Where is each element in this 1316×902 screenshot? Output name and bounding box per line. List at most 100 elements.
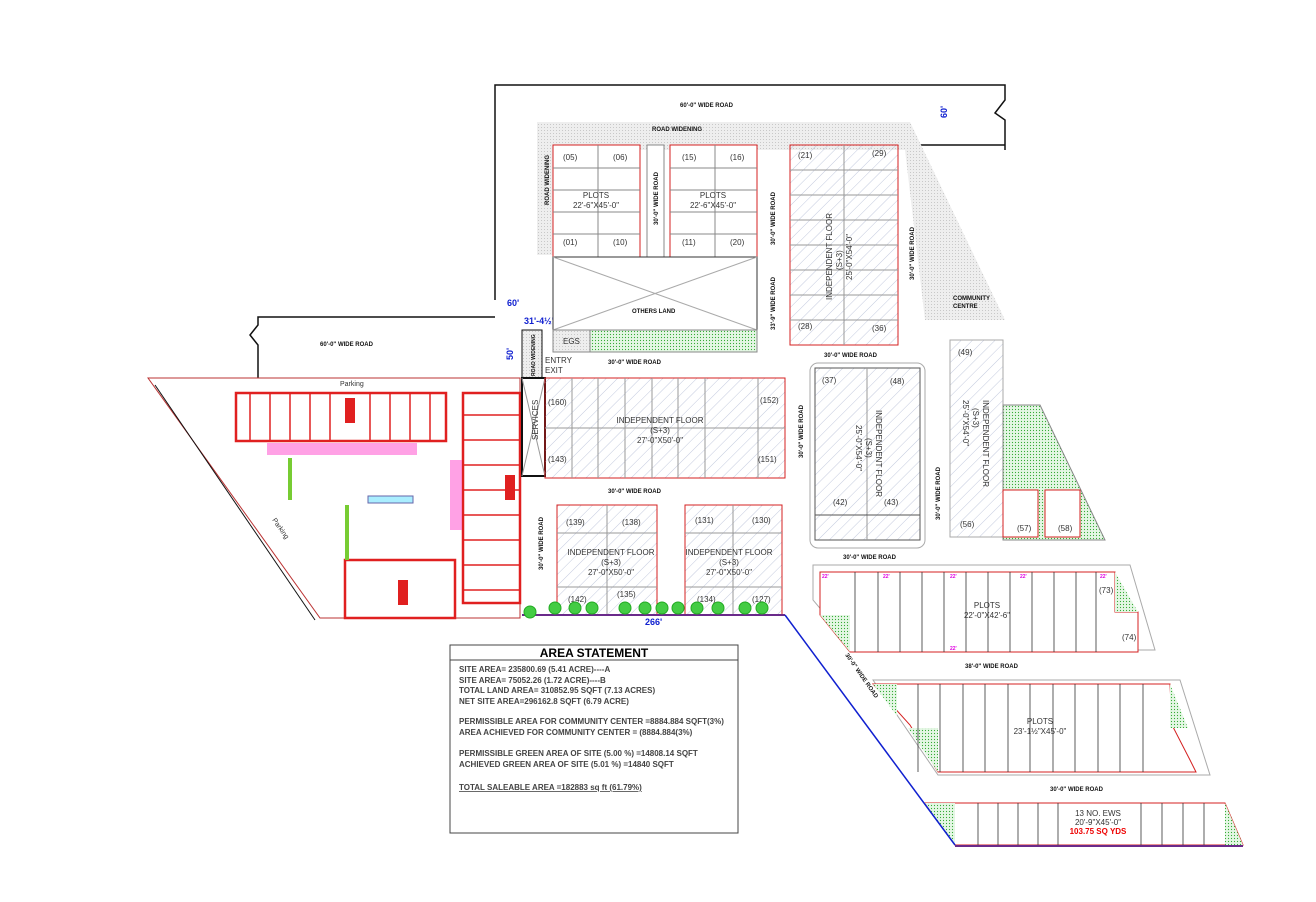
plot-number: (42) [833,498,848,507]
parking-site [147,377,522,621]
total-saleable-area: TOTAL SALEABLE AREA =182883 sq ft (61.79… [459,783,642,792]
dim-50: 50' [505,348,515,360]
top-road-label: 60'-0" WIDE ROAD [680,103,734,109]
green-area [589,329,758,353]
plot-number: (151) [758,455,777,464]
plot-number: (57) [1017,524,1032,533]
block-size: 22'-6"X45'-0" [573,201,619,210]
area-line: ACHIEVED GREEN AREA OF SITE (5.01 %) =14… [459,760,674,769]
ews-block: 13 NO. EWS 20'-9"X45'-0" 103.75 SQ YDS [924,802,1244,846]
block-sub: (S+3) [650,426,670,435]
road-label: 30'-0" WIDE ROAD [843,555,897,561]
others-land-label: OTHERS LAND [632,309,676,315]
dim-label: 22' [950,646,957,652]
independent-floor-block-139: (139) (138) (142) (135) INDEPENDENT FLOO… [556,504,658,616]
plot-number: (131) [695,516,714,525]
plot-number: (58) [1058,524,1073,533]
plot-number: (135) [617,590,636,599]
plot-number: (16) [730,153,745,162]
plots-block-d: PLOTS 23'-1½"X45'-0" [871,679,1211,776]
dim-label: 22' [1020,574,1027,580]
dim-266: 266' [645,617,662,627]
independent-floor-block-21: (21) (29) (28) (36) INDEPENDENT FLOOR (S… [789,144,899,346]
road-label: 30'-0" WIDE ROAD [824,353,878,359]
ews-area: 103.75 SQ YDS [1070,827,1127,836]
area-line: AREA ACHIEVED FOR COMMUNITY CENTER = (88… [459,728,693,737]
road-label-diagonal: 30'-0" WIDE ROAD [843,653,879,700]
road-label: 30'-0" WIDE ROAD [608,489,662,495]
dim-label: 22' [1100,574,1107,580]
dim-60-left: 60' [507,298,519,308]
block-size: 23'-1½"X45'-0" [1014,727,1067,736]
dim-label: 22' [950,574,957,580]
plot-number: (130) [752,516,771,525]
area-line: SITE AREA= 235800.69 (5.41 ACRE)----A [459,665,610,674]
road-label: 30'-0" WIDE ROAD [654,171,660,225]
area-statement: AREA STATEMENT SITE AREA= 235800.69 (5.4… [449,644,739,834]
independent-floor-block-37: (37) (48) (42) (43) INDEPENDENT FLOOR (S… [814,367,921,541]
plot-number: (74) [1122,633,1137,642]
block-size: 25'-0"X54'-0" [845,234,854,280]
block-title: INDEPENDENT FLOOR [981,400,990,487]
independent-floor-block-160: (160) (152) (143) (151) INDEPENDENT FLOO… [544,377,786,479]
road-kerb [809,362,926,549]
block-sub: (S+3) [971,408,980,428]
exit-label: EXIT [545,366,563,375]
road-label: 30'-0" WIDE ROAD [771,191,777,245]
block-sub: (S+3) [719,558,739,567]
block-title: PLOTS [583,191,609,200]
block-title: PLOTS [700,191,726,200]
independent-floor-block-49: (49) (56) (57) (58) INDEPENDENT FLOOR (S… [949,339,1106,541]
plot-number: (01) [563,238,578,247]
boundary-line [784,614,956,846]
trees [523,601,769,619]
block-size: 25'-0"X54'-0" [961,400,970,446]
road-widening-area [537,122,1005,320]
plots-block-b: (15) (16) (11) (20) PLOTS 22'-6"X45'-0" [669,144,758,258]
area-line: PERMISSIBLE GREEN AREA OF SITE (5.00 %) … [459,749,698,758]
block-size: 20'-9"X45'-0" [1075,818,1121,827]
plot-number: (37) [822,376,837,385]
road-widening-label: ROAD WIDENING [652,127,702,133]
block-size: 27'-0"X50'-0" [706,568,752,577]
plot-number: (143) [548,455,567,464]
left-road-label: 60'-0" WIDE ROAD [320,342,374,348]
plot-number: (73) [1099,586,1114,595]
plots-block-a: (05) (06) (01) (10) PLOTS 22'-6"X45'-0" [552,144,641,258]
plots-block-c: 22' 22' 22' 22' 22' 22' (73) (74) PLOTS … [812,564,1156,653]
plot-number: (127) [752,595,771,604]
plot-number: (29) [872,149,887,158]
road-widening-entry-label: ROAD WIDENING [531,334,537,376]
road-label: 38'-0" WIDE ROAD [965,664,1019,670]
entry-label: ENTRY [545,356,573,365]
dim-label: 22' [883,574,890,580]
plot-number: (20) [730,238,745,247]
plot-number: (06) [613,153,628,162]
block-sub: (S+3) [835,250,844,270]
plot-number: (21) [798,151,813,160]
plot-number: (152) [760,396,779,405]
block-size: 27'-0"X50'-0" [588,568,634,577]
block-sub: (S+3) [864,438,873,458]
dim-31: 31'-4½" [524,316,556,326]
plot-number: (138) [622,518,641,527]
plot-number: (36) [872,324,887,333]
dim-label: 22' [822,574,829,580]
road-widening-strip [537,145,553,255]
plot-number: (05) [563,153,578,162]
road-label: 30'-0" WIDE ROAD [1050,787,1104,793]
services-label: SERVICES [531,400,540,440]
block-title: INDEPENDENT FLOOR [825,213,834,300]
plot-number: (11) [682,238,696,247]
plot-number: (28) [798,322,813,331]
block-title: INDEPENDENT FLOOR [568,548,655,557]
area-line: SITE AREA= 75052.26 (1.72 ACRE)----B [459,676,606,685]
block-size: 25'-0"X54'-0" [854,425,863,471]
road-label: 30'-0" WIDE ROAD [799,404,805,458]
block-title: PLOTS [974,601,1000,610]
plot-number: (139) [566,518,585,527]
block-size: 22'-0"X42'-6" [964,611,1010,620]
plot-number: (49) [958,348,973,357]
road-label: 30'-0" WIDE ROAD [608,360,662,366]
